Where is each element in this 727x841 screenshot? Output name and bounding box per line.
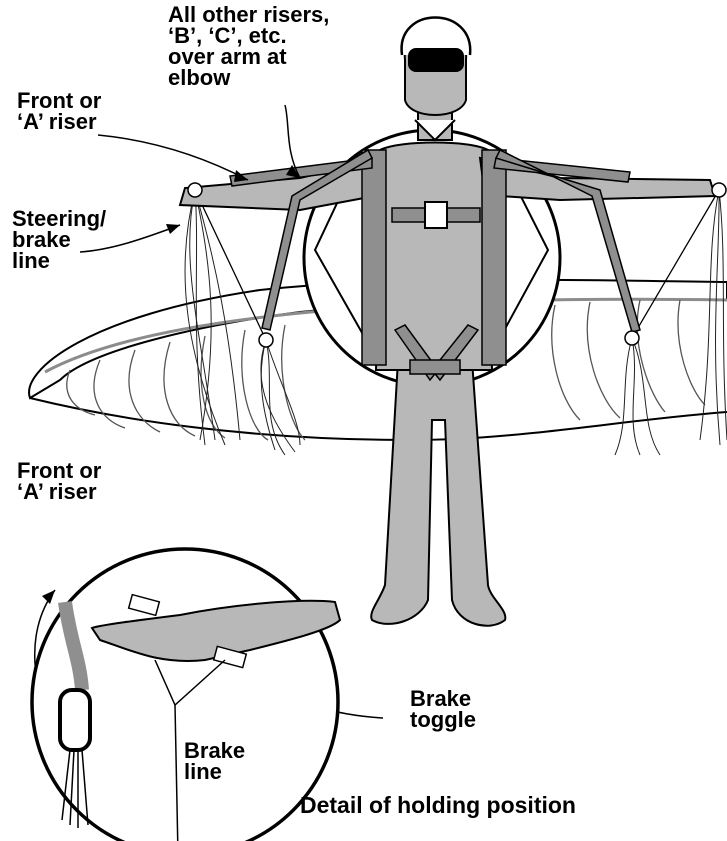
label-front-riser-detail: Front or ‘A’ riser (17, 460, 101, 502)
label-other-risers: All other risers, ‘B’, ‘C’, etc. over ar… (168, 4, 329, 88)
label-steering-line: Steering/ brake line (12, 208, 106, 271)
label-front-riser-top: Front or ‘A’ riser (17, 90, 101, 132)
figure-caption: Detail of holding position (300, 795, 576, 816)
label-brake-line: Brake line (184, 740, 245, 782)
label-brake-toggle: Brake toggle (410, 688, 476, 730)
detail-inset (32, 549, 340, 841)
